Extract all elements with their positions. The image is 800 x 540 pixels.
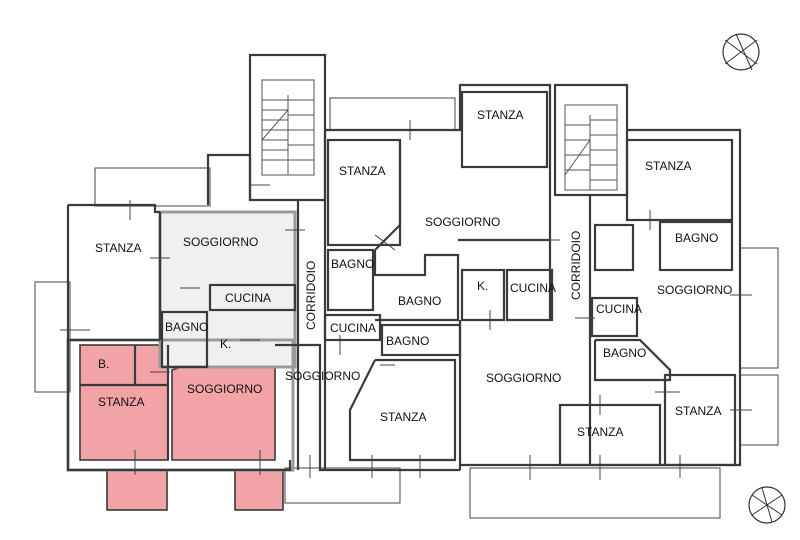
stairs-right	[553, 83, 629, 197]
door-ticks	[60, 120, 752, 480]
room-label: CORRIDOIO	[304, 261, 318, 330]
stairs-left	[261, 79, 315, 176]
room-label: STANZA	[98, 395, 144, 409]
room-label: K.	[220, 337, 231, 351]
room-label: CORRIDOIO	[569, 231, 583, 300]
room-label: B.	[98, 357, 109, 371]
room-label: SOGGIORNO	[425, 215, 500, 229]
room-label: STANZA	[645, 159, 691, 173]
room-label: K.	[477, 279, 488, 293]
room-labels: STANZA SOGGIORNO CUCINA BAGNO K. B. STAN…	[95, 108, 732, 439]
walls-middle-block	[275, 83, 554, 472]
pink-stanza-area	[79, 344, 169, 461]
room-label: STANZA	[675, 404, 721, 418]
room-label: STANZA	[577, 425, 623, 439]
room-label: STANZA	[95, 241, 141, 255]
room-label: STANZA	[477, 108, 523, 122]
room-label: BAGNO	[386, 334, 429, 348]
room-label: STANZA	[380, 410, 426, 424]
room-label: SOGGIORNO	[285, 369, 360, 383]
room-label: BAGNO	[398, 294, 441, 308]
room-label: BAGNO	[331, 257, 374, 271]
room-label: BAGNO	[603, 346, 646, 360]
room-label: SOGGIORNO	[657, 283, 732, 297]
room-label: SOGGIORNO	[187, 382, 262, 396]
walls-left-block	[66, 53, 327, 472]
room-label: BAGNO	[675, 231, 718, 245]
room-label: STANZA	[339, 164, 385, 178]
compass-north-icon	[748, 486, 786, 524]
room-label: SOGGIORNO	[183, 235, 258, 249]
room-label: CUCINA	[596, 302, 642, 316]
room-label: CUCINA	[330, 321, 376, 335]
room-label: CUCINA	[225, 291, 271, 305]
room-label: CUCINA	[510, 281, 556, 295]
compass-north-icon	[722, 33, 760, 71]
room-label: BAGNO	[165, 320, 208, 334]
pink-balcony-left	[106, 469, 168, 511]
room-label: SOGGIORNO	[486, 371, 561, 385]
pink-balcony-right	[234, 469, 284, 511]
